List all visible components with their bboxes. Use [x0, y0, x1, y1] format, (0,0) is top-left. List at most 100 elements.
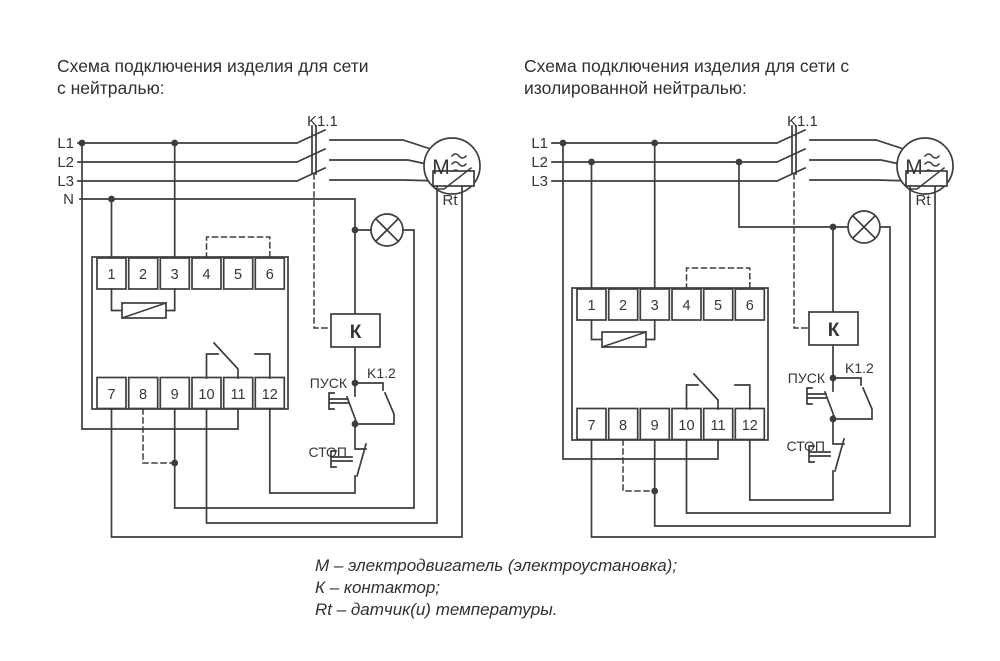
dashed-wires [142, 173, 332, 464]
left-diagram: Схема подключения изделия для сети с ней… [57, 56, 481, 538]
svg-text:1: 1 [107, 267, 115, 283]
legend-line-sensor: Rt – датчик(и) температуры. [315, 600, 557, 619]
terminal-box [734, 407, 766, 441]
terminal-box [159, 257, 191, 290]
terminal-box [96, 376, 127, 410]
terminal-box [127, 257, 159, 290]
svg-text:3: 3 [171, 267, 179, 283]
phase-label-l3: L3 [57, 173, 74, 190]
terminal-box [254, 257, 286, 290]
diagram-title: Схема подключения изделия для сети [57, 56, 369, 76]
thermistor-icon [432, 170, 475, 187]
terminal-box [671, 407, 702, 441]
phase-label-l1: L1 [531, 135, 548, 152]
main-contact-label: K1.1 [787, 113, 818, 130]
right-diagram: Схема подключения изделия для сети с изо… [524, 56, 954, 538]
terminal-numbers-top: 1 2 3 4 5 6 [587, 298, 753, 314]
terminal-row-bottom [96, 376, 286, 410]
terminal-box [607, 288, 639, 321]
svg-text:2: 2 [619, 298, 627, 314]
svg-text:5: 5 [234, 267, 242, 283]
terminal-box [607, 407, 639, 441]
svg-text:7: 7 [587, 418, 595, 434]
contactor-coil-box [330, 313, 381, 348]
aux-contact-label: K1.2 [367, 365, 396, 381]
phase-label-l3: L3 [531, 173, 548, 190]
svg-text:10: 10 [678, 418, 694, 434]
dashed-wires [622, 173, 810, 492]
phase-label-l2: L2 [57, 154, 74, 171]
terminal-numbers-bottom: 7 8 9 10 11 12 [107, 387, 277, 403]
terminal-box [222, 257, 254, 290]
legend: М – электродвигатель (электроустановка);… [315, 556, 677, 619]
terminal-numbers-bottom: 7 8 9 10 11 12 [587, 418, 757, 434]
wires [562, 142, 936, 538]
svg-text:12: 12 [262, 387, 278, 403]
svg-text:12: 12 [742, 418, 758, 434]
terminal-box [734, 288, 766, 321]
diagram-title: Схема подключения изделия для сети с [524, 56, 849, 76]
sensor-label: Rt [443, 192, 459, 209]
terminal-box [159, 376, 191, 410]
terminal-row-bottom [576, 407, 766, 441]
terminal-box [254, 376, 286, 410]
thermistor-stroke [435, 166, 473, 190]
internal-switch-icon [205, 341, 271, 379]
phase-wires [77, 125, 442, 183]
terminal-row-top [96, 257, 286, 290]
coil-label: К [828, 320, 840, 341]
diagram-title: изолированной нейтралью: [524, 78, 747, 98]
lamp-cross-icon [374, 217, 400, 243]
svg-text:8: 8 [139, 387, 147, 403]
svg-text:4: 4 [202, 267, 210, 283]
phase-label-l1: L1 [57, 135, 74, 152]
svg-text:4: 4 [682, 298, 690, 314]
junction-dots [559, 139, 837, 495]
lamp-cross-icon [851, 214, 877, 240]
internal-coil-diagonal [121, 302, 167, 319]
svg-text:9: 9 [651, 418, 659, 434]
coil-label: К [350, 322, 362, 343]
phase-wires [551, 125, 915, 183]
internal-coil-wires [590, 319, 656, 341]
contactor-coil-box [808, 311, 859, 346]
svg-text:10: 10 [198, 387, 214, 403]
terminal-box [702, 288, 734, 321]
legend-line-motor: М – электродвигатель (электроустановка); [315, 556, 677, 575]
svg-text:5: 5 [714, 298, 722, 314]
svg-text:11: 11 [710, 418, 725, 434]
thermistor-icon [905, 170, 948, 187]
aux-contact-label: K1.2 [845, 360, 874, 376]
diagram-title: с нейтралью: [57, 78, 165, 98]
terminal-box [96, 257, 127, 290]
terminal-box [191, 376, 222, 410]
terminal-box [639, 288, 671, 321]
terminal-box [127, 376, 159, 410]
phase-label-l2: L2 [531, 154, 548, 171]
legend-line-contactor: К – контактор; [315, 578, 440, 597]
motor-label: M [905, 156, 923, 179]
terminal-numbers-top: 1 2 3 4 5 6 [107, 267, 273, 283]
svg-text:11: 11 [230, 387, 245, 403]
svg-text:6: 6 [266, 267, 274, 283]
terminal-box [576, 407, 607, 441]
svg-text:2: 2 [139, 267, 147, 283]
terminal-box [702, 407, 734, 441]
terminal-box [191, 257, 222, 290]
svg-text:8: 8 [619, 418, 627, 434]
neutral-label: N [63, 191, 74, 208]
stop-button-label: СТОП [786, 438, 825, 454]
svg-text:7: 7 [107, 387, 115, 403]
stop-button-label: СТОП [308, 444, 347, 460]
main-contact-label: K1.1 [307, 113, 338, 130]
start-button-label: ПУСК [788, 370, 826, 386]
wires [79, 142, 463, 538]
internal-coil-wires [110, 288, 176, 312]
svg-text:6: 6 [746, 298, 754, 314]
start-button-label: ПУСК [310, 375, 348, 391]
junction-dots [78, 139, 359, 467]
motor-label: M [432, 156, 450, 179]
svg-text:9: 9 [171, 387, 179, 403]
